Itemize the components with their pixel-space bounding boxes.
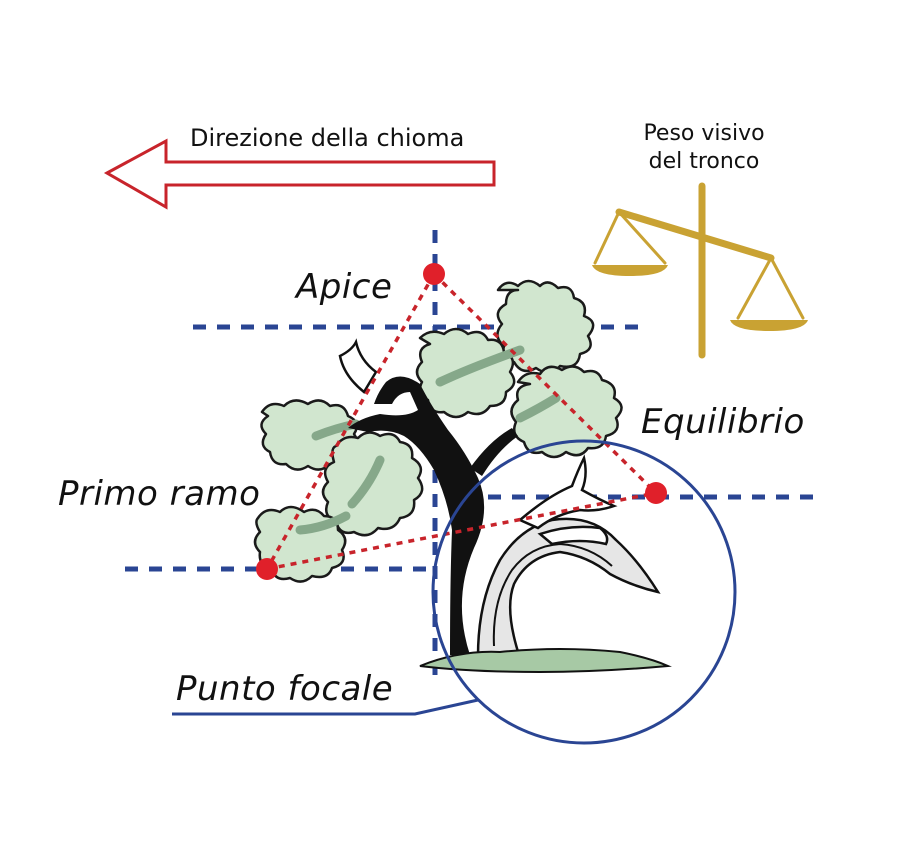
balance-scale-icon <box>592 182 808 359</box>
jin-top <box>338 338 378 394</box>
trunk-weight-label: Peso visivo del tronco <box>624 120 784 176</box>
jin-right <box>517 454 618 530</box>
focal-point-callout <box>172 439 737 745</box>
trunk-weight-label-line2: del tronco <box>648 149 760 174</box>
apex-label: Apice <box>296 267 393 307</box>
trunk <box>338 338 672 674</box>
guide-lines <box>125 230 820 680</box>
balance-label: Equilibrio <box>641 402 805 442</box>
apex-dot <box>423 263 445 285</box>
trunk-black <box>348 376 485 655</box>
left-arrow-icon <box>103 138 496 210</box>
foliage-right <box>510 365 623 459</box>
trunk-shari-inner <box>492 542 613 647</box>
composition-triangle <box>265 272 658 571</box>
focal-circle <box>431 439 737 745</box>
crown-direction-label: Direzione della chioma <box>190 124 465 152</box>
focal-leader-line <box>172 698 479 716</box>
focal-point-label: Punto focale <box>176 669 394 709</box>
balance-dot <box>645 482 667 504</box>
triangle-vertices <box>256 263 667 580</box>
first-branch-dot <box>256 558 278 580</box>
first-branch-label: Primo ramo <box>58 474 261 514</box>
trunk-weight-label-line1: Peso visivo <box>643 121 765 146</box>
trunk-branch-right <box>470 428 518 476</box>
grass <box>419 648 672 674</box>
jin-right-small <box>537 525 609 546</box>
trunk-shari <box>476 517 661 660</box>
